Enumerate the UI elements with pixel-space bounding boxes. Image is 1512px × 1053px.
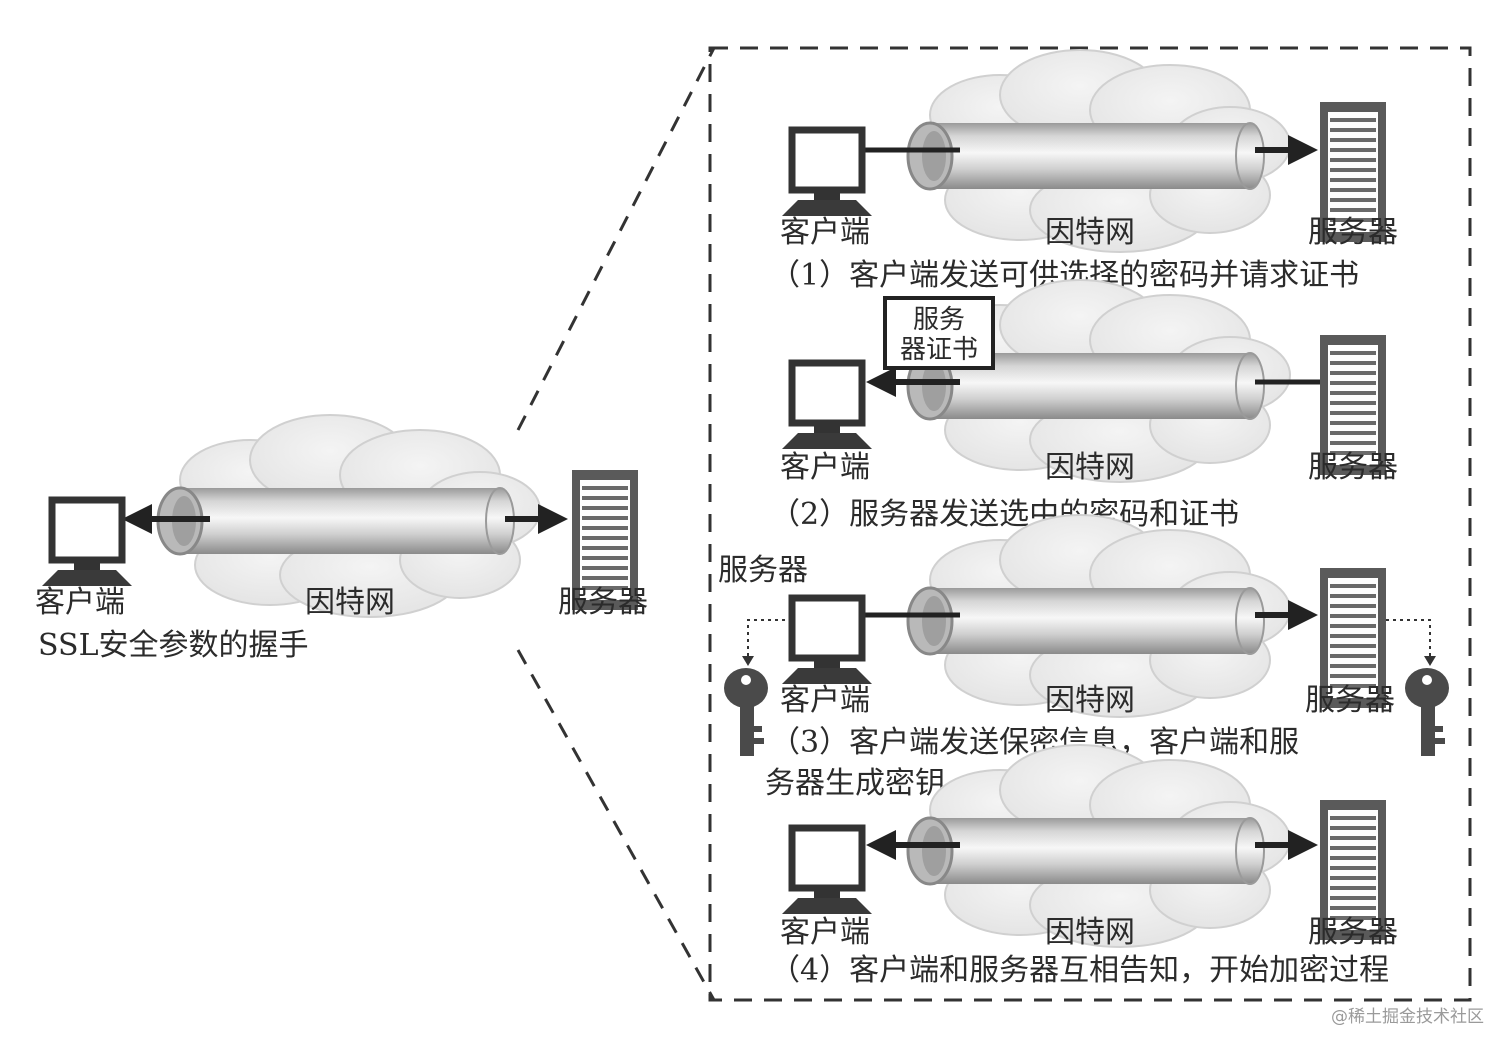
detail-panel-frame [708, 46, 1472, 1002]
step-3-caption-line2: 务器生成密钥 [765, 766, 945, 801]
step-3-server-label: 服务器 [1305, 683, 1395, 718]
step-3-server-key-icon [1405, 668, 1449, 756]
overview-client-label: 客户端 [35, 585, 125, 620]
certificate-label-line1: 服务 [913, 305, 965, 335]
step-1-client-computer-icon [782, 130, 872, 216]
step-3-server-key-link [1386, 619, 1431, 660]
step-3-internet-label: 因特网 [1045, 683, 1135, 718]
step-4-internet-label: 因特网 [1045, 915, 1135, 950]
step-3-client-computer-icon [782, 598, 872, 684]
server-certificate-box: 服务 器证书 [883, 296, 995, 370]
overview-server-label: 服务器 [558, 585, 648, 620]
step-4-server-label: 服务器 [1308, 915, 1398, 950]
zoom-line-top [516, 47, 716, 431]
step-3-client-key-link [747, 619, 792, 660]
step-4-client-label: 客户端 [780, 915, 870, 950]
overview-group: 客户端 因特网 服务器 SSL安全参数的握手 [35, 413, 648, 663]
step-2-internet-label: 因特网 [1045, 450, 1135, 485]
step-1-server-label: 服务器 [1308, 215, 1398, 250]
overview-caption: SSL安全参数的握手 [38, 628, 309, 663]
watermark: @稀土掘金技术社区 [1331, 1007, 1484, 1027]
step-4-caption: （4）客户端和服务器互相告知，开始加密过程 [770, 953, 1389, 988]
step-2-caption: （2）服务器发送选中的密码和证书 [770, 497, 1239, 532]
step-3-client-key-icon [724, 668, 768, 756]
zoom-line-bottom [516, 649, 716, 1001]
step-3-extra-server-label: 服务器 [718, 553, 808, 588]
step-2-client-label: 客户端 [780, 450, 870, 485]
step-4-group: 客户端 因特网 服务器 （4）客户端和服务器互相告知，开始加密过程 [770, 743, 1398, 988]
step-4-client-computer-icon [782, 828, 872, 914]
step-2-server-label: 服务器 [1308, 450, 1398, 485]
step-1-internet-label: 因特网 [1045, 215, 1135, 250]
step-3-group: 服务器 客户端 因特网 服务器 （3）客户端发送保密信息，客户端和服 务器生成密… [718, 513, 1449, 801]
overview-client-computer-icon [42, 500, 132, 586]
step-2-group: 服务 器证书 客户端 因特网 服务器 （2）服务器发送选中的密码和证书 [770, 278, 1398, 532]
step-2-client-computer-icon [782, 363, 872, 449]
certificate-label-line2: 器证书 [900, 335, 978, 365]
step-1-group: 客户端 因特网 服务器 （1）客户端发送可供选择的密码并请求证书 [770, 48, 1398, 293]
overview-internet-label: 因特网 [305, 585, 395, 620]
step-1-client-label: 客户端 [780, 215, 870, 250]
step-3-client-label: 客户端 [780, 683, 870, 718]
